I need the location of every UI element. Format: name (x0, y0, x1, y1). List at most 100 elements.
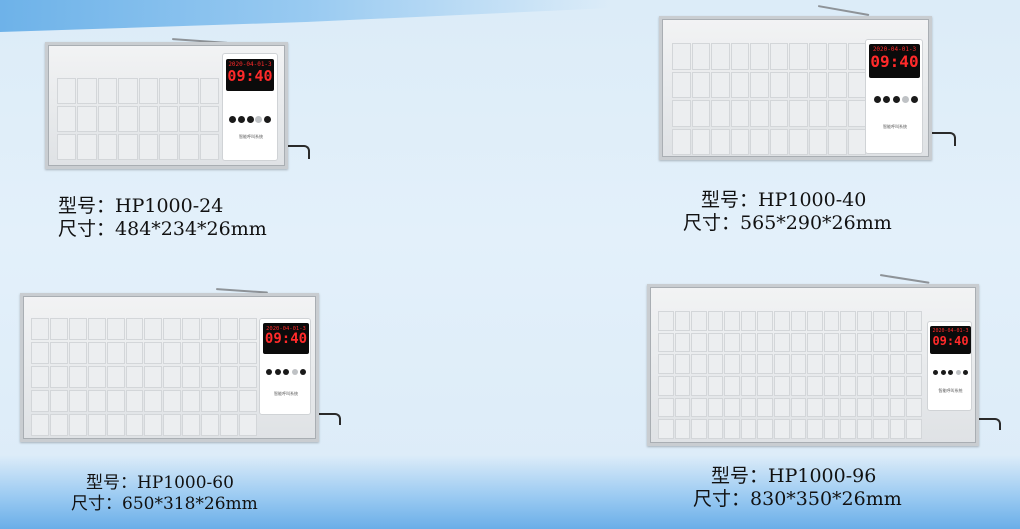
grid-cell (97, 78, 118, 104)
grid-cell (158, 78, 179, 104)
grid-cell (847, 71, 866, 98)
grid-cell (658, 397, 674, 418)
grid-cell (773, 354, 790, 374)
grid-cell (889, 419, 906, 439)
grid-cell (106, 366, 125, 388)
grid-cell (906, 311, 922, 331)
grid-cell (144, 414, 163, 436)
brand-label: 智能呼叫系统 (274, 391, 298, 396)
control-button (911, 96, 918, 103)
grid-cell (182, 342, 201, 364)
grid-cell (658, 354, 674, 374)
grid-cell (823, 397, 840, 418)
grid-cell (789, 100, 808, 127)
dimensions: 484*234*26mm (115, 218, 267, 241)
grid-cell (87, 414, 106, 436)
grid-cell (144, 342, 163, 364)
grid-cell (658, 419, 674, 439)
grid-cell (87, 342, 106, 364)
call-number-grid (31, 318, 257, 436)
grid-cell (118, 78, 138, 104)
grid-cell (691, 71, 710, 98)
grid-cell (707, 311, 724, 331)
brand-label: 智能呼叫系统 (938, 388, 963, 393)
grid-cell (201, 390, 220, 412)
grid-cell (77, 134, 97, 160)
grid-cell (106, 318, 125, 340)
pager-board: 2020-04-01-3 09:40 智能呼叫系统 (647, 284, 979, 446)
grid-cell (790, 419, 807, 439)
grid-cell (823, 419, 840, 439)
grid-cell (68, 342, 87, 364)
grid-cell (674, 397, 691, 418)
grid-cell (757, 419, 773, 439)
brand-label: 智能呼叫系统 (883, 124, 907, 129)
grid-cell (724, 354, 740, 374)
product-caption: 型号：HP1000-24 尺寸：484*234*26mm (58, 195, 267, 241)
grid-cell (730, 128, 749, 155)
grid-cell (31, 318, 49, 340)
grid-cell (769, 71, 788, 98)
model-number: HP1000-24 (115, 195, 224, 217)
control-button (963, 370, 968, 375)
grid-cell (691, 375, 707, 396)
grid-cell (691, 128, 710, 155)
grid-cell (847, 128, 866, 155)
grid-cell (724, 311, 740, 331)
grid-cell (125, 366, 144, 388)
grid-cell (856, 397, 873, 418)
control-panel: 2020-04-01-3 09:40 智能呼叫系统 (927, 321, 972, 411)
control-button (291, 369, 298, 375)
grid-cell (179, 78, 199, 104)
control-button (883, 96, 891, 103)
grid-cell (163, 318, 182, 340)
led-display: 2020-04-01-3 09:40 (930, 326, 971, 354)
grid-cell (847, 100, 866, 127)
grid-cell (49, 366, 68, 388)
grid-cell (49, 342, 68, 364)
grid-cell (889, 354, 906, 374)
grid-cell (674, 419, 691, 439)
control-button (229, 116, 236, 123)
grid-cell (57, 78, 77, 104)
control-button (246, 116, 254, 123)
led-date: 2020-04-01-3 (932, 328, 969, 334)
call-number-grid (672, 43, 866, 155)
grid-cell (840, 397, 856, 418)
grid-cell (691, 419, 707, 439)
grid-cell (889, 311, 906, 331)
grid-cell (828, 128, 847, 155)
power-cable (979, 418, 1001, 430)
product-caption: 型号：HP1000-40 尺寸：565*290*26mm (683, 189, 892, 235)
grid-cell (730, 43, 749, 70)
grid-cell (856, 419, 873, 439)
grid-cell (158, 134, 179, 160)
grid-cell (906, 375, 922, 396)
grid-cell (828, 100, 847, 127)
bottom-wave-decoration (0, 455, 1020, 529)
grid-cell (807, 397, 823, 418)
grid-cell (49, 414, 68, 436)
grid-cell (87, 366, 106, 388)
grid-cell (674, 311, 691, 331)
grid-cell (828, 43, 847, 70)
grid-cell (740, 419, 757, 439)
grid-cell (87, 318, 106, 340)
grid-cell (31, 390, 49, 412)
pager-board: 2020-04-01-3 09:40 智能呼叫系统 (45, 42, 288, 169)
grid-cell (77, 78, 97, 104)
grid-cell (823, 375, 840, 396)
grid-cell (97, 106, 118, 132)
grid-cell (840, 332, 856, 353)
grid-cell (769, 43, 788, 70)
grid-cell (179, 134, 199, 160)
grid-cell (740, 375, 757, 396)
grid-cell (106, 342, 125, 364)
power-cable (288, 145, 310, 159)
grid-cell (31, 342, 49, 364)
grid-cell (144, 366, 163, 388)
grid-cell (773, 397, 790, 418)
grid-cell (125, 414, 144, 436)
grid-cell (808, 43, 827, 70)
grid-cell (201, 414, 220, 436)
